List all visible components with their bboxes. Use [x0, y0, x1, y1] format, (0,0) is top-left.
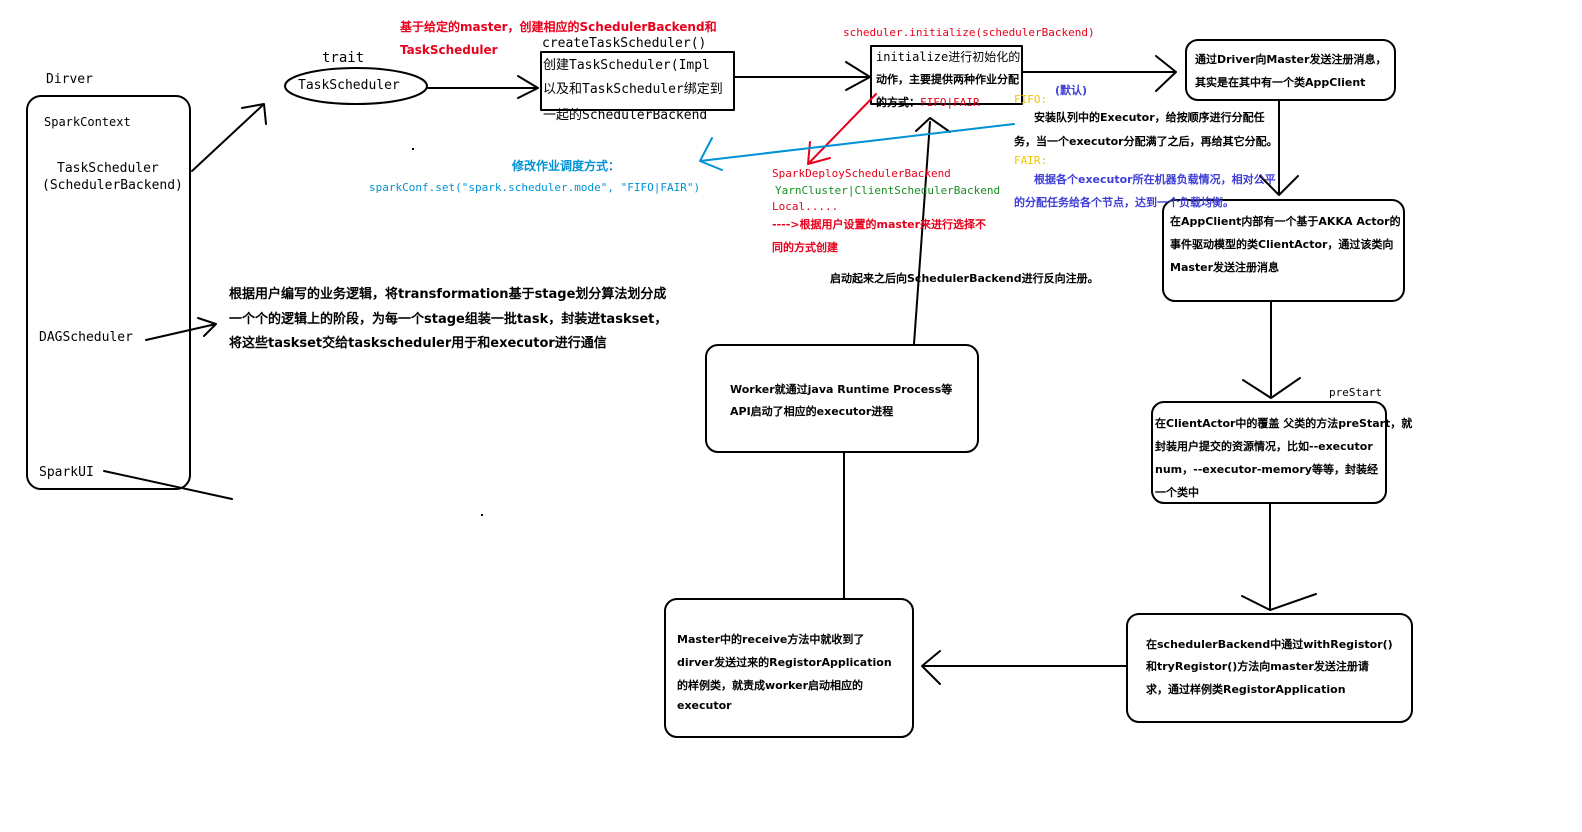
driver-master-line1: 通过Driver向Master发送注册消息， — [1195, 53, 1387, 66]
register-line3: 求，通过样例类RegistorApplication — [1146, 683, 1346, 696]
arrow-register-to-master — [921, 650, 1127, 685]
appclient-line1: 在AppClient内部有一个基于AKKA Actor的 — [1170, 215, 1401, 228]
worker-box — [705, 344, 979, 453]
driver-title: Dirver — [46, 72, 93, 87]
mode-note-code: sparkConf.set("spark.scheduler.mode", "F… — [369, 181, 701, 194]
init-box-line3-prefix: 的方式： — [876, 96, 920, 109]
prestart-line1: 在ClientActor中的覆盖 父类的方法preStart，就 — [1155, 417, 1413, 430]
master-line3: 的样例类，就责成worker启动相应的 — [677, 679, 864, 692]
dag-scheduler-label: DAGScheduler — [39, 330, 133, 345]
worker-line2: API启动了相应的executor进程 — [730, 405, 894, 418]
prestart-line4: 一个类中 — [1155, 486, 1199, 499]
arrow-init-to-backend — [807, 93, 877, 165]
driver-master-line2: 其实是在其中有一个类AppClient — [1195, 76, 1366, 89]
init-call-label: scheduler.initialize(schedulerBackend) — [843, 26, 1095, 39]
arrow-trait-to-create — [427, 75, 539, 99]
arrow-init-to-driver-master — [1022, 55, 1177, 92]
task-scheduler-label: TaskScheduler — [57, 161, 159, 176]
spark-context-label: SparkContext — [44, 115, 131, 129]
appclient-box — [1162, 199, 1405, 302]
appclient-line3: Master发送注册消息 — [1170, 261, 1280, 274]
register-box — [1126, 613, 1413, 723]
prestart-line2: 封装用户提交的资源情况，比如--executor — [1155, 440, 1373, 453]
appclient-line2: 事件驱动模型的类ClientActor，通过该类向 — [1170, 238, 1394, 251]
stray-dot — [481, 514, 483, 516]
init-box — [870, 45, 1023, 105]
dag-note-line1: 根据用户编写的业务逻辑，将transformation基于stage划分算法划分… — [229, 287, 667, 302]
arrow-worker-to-init — [913, 117, 951, 345]
init-box-line3: 的方式：FIFO|FAIR — [876, 95, 980, 110]
fair-line2: 的分配任务给各个节点，达到一个负载均衡。 — [1014, 196, 1234, 209]
create-call-label: createTaskScheduler() — [542, 36, 707, 51]
mode-note-title: 修改作业调度方式： — [512, 159, 621, 173]
create-note-line2: TaskScheduler — [400, 43, 498, 57]
scheduler-backend-label: (SchedulerBackend) — [42, 178, 183, 193]
create-box-line3: 一起的SchedulerBackend — [543, 108, 708, 123]
create-note-line1: 基于给定的master，创建相应的SchedulerBackend和 — [400, 20, 717, 34]
arrow-driver-master-to-appclient — [1259, 100, 1299, 196]
register-line1: 在schedulerBackend中通过withRegistor() — [1146, 638, 1393, 651]
master-line2: dirver发送过来的RegistorApplication — [677, 656, 892, 669]
register-back-label: 启动起来之后向SchedulerBackend进行反向注册。 — [830, 272, 1099, 285]
create-box-line2: 以及和TaskScheduler绑定到 — [543, 82, 723, 97]
backend-note-line2: YarnCluster|ClientSchedulerBackend — [775, 184, 1001, 197]
fifo-label: FIFO: — [1014, 93, 1048, 106]
trait-ellipse — [284, 67, 428, 105]
master-line1: Master中的receive方法中就收到了 — [677, 633, 865, 646]
arrow-create-to-init — [734, 61, 871, 91]
init-box-line1: initialize进行初始化的 — [876, 50, 1021, 64]
backend-note-line4: ---->根据用户设置的master来进行选择不 — [772, 218, 987, 231]
driver-master-box — [1185, 39, 1396, 101]
backend-note-line3: Local..... — [772, 200, 839, 213]
create-box-line1: 创建TaskScheduler(Impl — [543, 58, 710, 73]
spark-ui-label: SparkUI — [39, 465, 94, 480]
worker-line1: Worker就通过java Runtime Process等 — [730, 383, 953, 396]
trait-label: trait — [322, 50, 365, 66]
prestart-box — [1151, 401, 1387, 504]
fifo-line2: 务，当一个executor分配满了之后，再给其它分配。 — [1014, 135, 1278, 148]
arrow-appclient-to-prestart — [1242, 301, 1301, 399]
arrow-dag-to-note — [145, 317, 217, 341]
fair-line1: 根据各个executor所在机器负载情况，相对公平 — [1034, 173, 1276, 186]
master-line4: executor — [677, 699, 732, 712]
dag-note-line2: 一个个的逻辑上的阶段，为每一个stage组装一批task，封装进taskset， — [229, 312, 668, 327]
line-sparkui — [103, 470, 233, 500]
fifo-line1: 安装队列中的Executor，给按顺序进行分配任 — [1034, 111, 1265, 124]
master-box — [664, 598, 914, 738]
dag-note-line3: 将这些taskset交给taskscheduler用于和executor进行通信 — [229, 336, 607, 351]
arrow-driver-to-trait — [191, 103, 267, 172]
create-box — [540, 51, 735, 111]
backend-note-line5: 同的方式创建 — [772, 241, 838, 254]
trait-node-label: TaskScheduler — [298, 78, 400, 93]
init-box-line3-modes: FIFO|FAIR — [920, 96, 980, 109]
stray-dot — [412, 148, 414, 150]
init-box-line2: 动作，主要提供两种作业分配 — [876, 73, 1019, 86]
register-line2: 和tryRegistor()方法向master发送注册请 — [1146, 660, 1369, 673]
arrow-mode-to-config — [699, 123, 1015, 171]
fair-label: FAIR: — [1014, 154, 1048, 167]
prestart-label: preStart — [1329, 386, 1382, 399]
prestart-line3: num，--executor-memory等等，封装经 — [1155, 463, 1378, 476]
arrow-prestart-to-register — [1241, 503, 1317, 611]
fifo-default-label: (默认) — [1055, 84, 1088, 97]
backend-note-line1: SparkDeploySchedulerBackend — [772, 167, 951, 180]
driver-box — [26, 95, 191, 490]
